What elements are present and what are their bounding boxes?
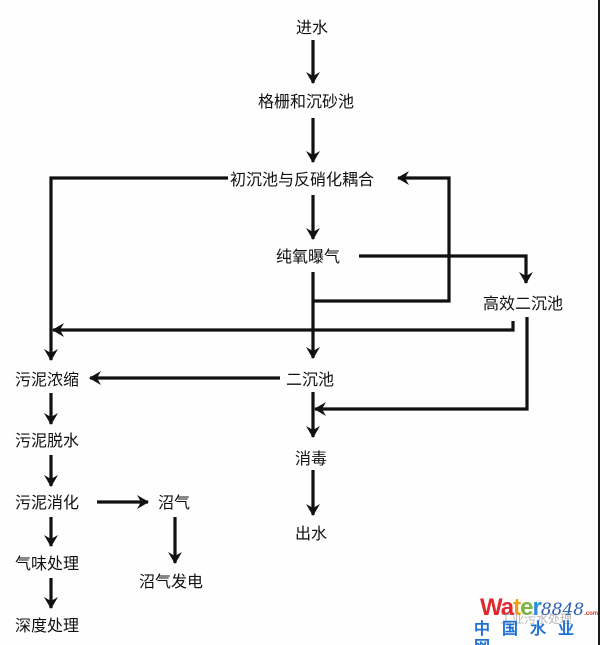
node-sludge-dewater: 污泥脱水 [14, 431, 81, 450]
watermark-overlay-text: 工业污水处理 [500, 612, 573, 626]
node-hi-eff-secondary: 高效二沉池 [482, 294, 565, 313]
node-primary-denit: 初沉池与反硝化耦合 [229, 170, 376, 189]
watermark-letter: W [480, 594, 502, 621]
node-odor: 气味处理 [14, 554, 81, 573]
watermark-brand: Water8848.com [480, 596, 598, 626]
node-advanced: 深度处理 [14, 616, 81, 635]
watermark-letter: r [532, 594, 541, 621]
node-screen-grit: 格栅和沉砂池 [257, 92, 356, 111]
node-disinfection: 消毒 [294, 449, 329, 468]
watermark-brand-number: 8848 [540, 600, 585, 620]
edge-oxygen-hieff [359, 254, 533, 284]
node-biogas-power: 沼气发电 [138, 572, 205, 591]
edge-recycle [313, 171, 451, 303]
node-pure-oxygen: 纯氧曝气 [275, 247, 342, 266]
edge-primary-sludge [44, 176, 228, 361]
watermark-letter: e [520, 594, 533, 621]
node-sludge-digest: 污泥消化 [14, 493, 81, 512]
watermark-letter: t [513, 594, 521, 621]
edge-hieff-sludge [52, 321, 515, 337]
watermark-brand-com: .com [584, 611, 599, 617]
node-secondary: 二沉池 [285, 370, 336, 389]
watermark-brand-cn: 中国水业网 [474, 619, 587, 645]
right-border [598, 0, 600, 645]
edge-hieff-effluent [314, 317, 529, 416]
watermark-logo: Water8848.com 工业污水处理 中国水业网 [470, 596, 598, 645]
node-inflow: 进水 [295, 18, 330, 37]
watermark-brand-water: Water [480, 594, 542, 621]
watermark-letter: a [500, 594, 514, 621]
node-biogas: 沼气 [157, 493, 192, 512]
node-outflow: 出水 [294, 524, 329, 543]
node-sludge-thicken: 污泥浓缩 [14, 370, 81, 389]
